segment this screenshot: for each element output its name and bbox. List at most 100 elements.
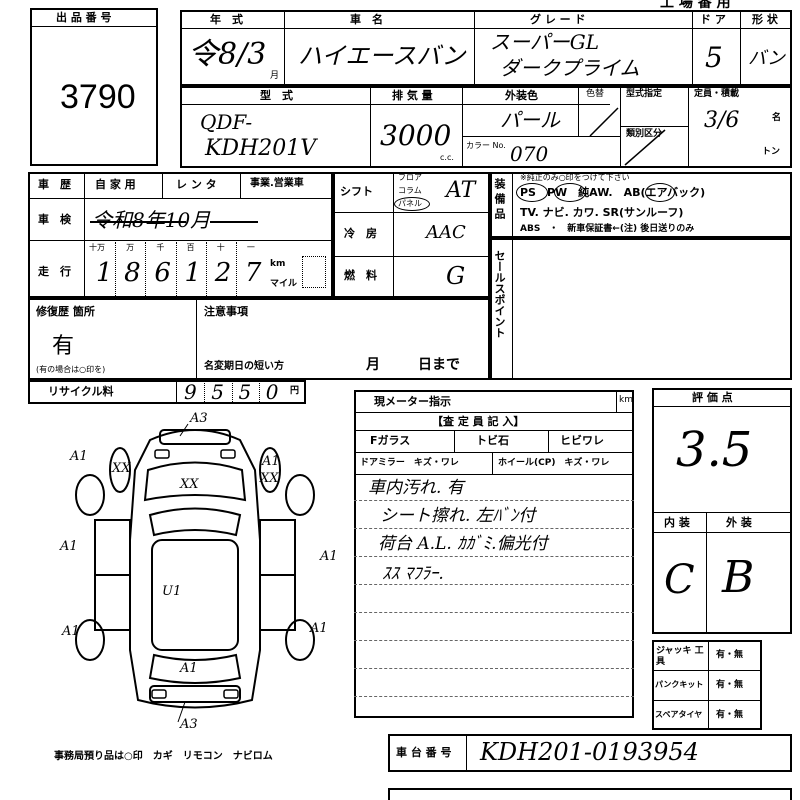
spec-row	[180, 86, 792, 168]
color-label: 外装色	[505, 89, 538, 102]
reg-month: 月	[366, 357, 380, 373]
grade-label: グ レ ー ド	[530, 13, 586, 26]
repair-note: (有の場合は○印を)	[36, 365, 106, 374]
spare-label: スペアタイヤ	[655, 710, 703, 719]
lot-label: 出 品 番 号	[56, 11, 112, 24]
chassis-block	[388, 734, 792, 772]
mark-front-bumper: A3	[189, 411, 208, 426]
caution-label: 注意事項	[204, 305, 248, 318]
year-month-unit: 月	[270, 71, 280, 81]
repair-block	[28, 298, 490, 380]
mark-left-mirror: XX	[111, 461, 131, 476]
exterior-value: B	[722, 552, 755, 603]
repair-label: 修復歴 箇所	[36, 305, 95, 318]
recycle-block	[28, 380, 306, 404]
inspection-value: 令和8年10月	[92, 208, 211, 232]
car-diagram: A3 A1 XX XX A1 XX A1 A1 A1 U1 A1 A1 A3	[59, 411, 338, 732]
mark-right-side: A1	[319, 549, 338, 564]
history-rental: レ ン タ	[176, 178, 217, 191]
mark-rear-window: A1	[179, 661, 198, 676]
chassis-label: 車 台 番 号	[396, 746, 452, 759]
equipment-block	[490, 172, 792, 238]
equipment-label: 装 備 品	[493, 178, 506, 219]
spare-yes-no[interactable]: 有・無	[716, 710, 744, 720]
disp-value: 3000	[380, 119, 452, 152]
history-business: 事業.営業車	[250, 178, 304, 189]
diagram-footer: 事務局預り品は○印 カギ リモコン ナビロム	[54, 751, 273, 762]
body-label: 形 状	[752, 13, 778, 26]
mile-unit: マイル	[270, 279, 298, 289]
color-code-value: 070	[510, 142, 549, 166]
equipment-row2: TV. ナビ. カワ. SR(サンルーフ)	[520, 206, 684, 219]
repair-value: 有	[52, 334, 75, 359]
grade-line1: スーパーGL	[490, 30, 600, 54]
grade-label: 評 価 点	[692, 391, 733, 404]
history-private: 自 家 用	[95, 178, 136, 191]
mileage-digit: 1	[184, 258, 202, 288]
ac-value: AAC	[426, 222, 466, 243]
doors-label: ド ア	[700, 13, 726, 26]
recycle-label: リサイクル料	[48, 385, 114, 398]
shift-block	[333, 172, 490, 298]
wheel-label: ホイール(CP) キズ・ワレ	[498, 458, 610, 468]
exterior-label: 外 装	[726, 516, 752, 529]
grade-block	[652, 388, 792, 634]
meter-block	[354, 390, 634, 718]
shift-column: コラム	[398, 186, 422, 195]
jack-label: ジャッキ 工 具	[656, 646, 704, 667]
capacity-label: 定員・積載	[694, 89, 740, 99]
equipment-note: ※純正のみ○印をつけて下さい	[520, 173, 630, 182]
type-line2: KDH201V	[205, 136, 317, 161]
ps-circle	[516, 183, 548, 202]
chip-label: トビ石	[476, 434, 509, 447]
grade-line2: ダークプライム	[500, 56, 640, 80]
grade-score: 3.5	[676, 422, 753, 478]
ac-label: 冷 房	[344, 227, 377, 240]
mileage-digit: 1	[96, 258, 113, 288]
capacity-value: 3/6	[704, 108, 740, 133]
history-label: 車 歴	[38, 178, 71, 191]
inspector-label: 【査 定 員 記 入】	[432, 415, 525, 428]
lot-box	[30, 8, 158, 166]
meter-label: 現メーター指示	[374, 395, 451, 408]
inspector-note: ｽｽ ﾏﾌﾗｰ.	[382, 564, 444, 584]
puncture-yes-no[interactable]: 有・無	[716, 680, 744, 690]
interior-value: C	[664, 557, 695, 603]
type-line1: QDF-	[200, 110, 253, 134]
mileage-digit: 8	[124, 258, 141, 288]
equipment-row3: ABS ・ 新車保証書←(注) 後日送りのみ	[520, 224, 695, 234]
body-value: バン	[748, 48, 785, 69]
reg-label: 名変期日の短い方	[204, 361, 284, 372]
shift-value: AT	[446, 178, 476, 203]
mile-checkbox[interactable]	[302, 256, 326, 288]
mark-left-side: A1	[59, 539, 78, 554]
inspector-note: 荷台 A.L. ｶｶﾞﾐ.偏光付	[378, 534, 548, 554]
shift-panel-circle	[394, 197, 430, 211]
chassis-lower	[388, 788, 792, 800]
color-value: パール	[500, 108, 560, 132]
capacity-unit: 名	[772, 113, 782, 123]
colorno-label: 色替	[586, 89, 605, 99]
chassis-value: KDH201-0193954	[480, 738, 699, 766]
inspector-note: シート擦れ. 左ﾊﾞﾝ付	[380, 506, 536, 526]
disp-unit: c.c.	[440, 153, 454, 162]
mark-right-mirror: XX	[259, 471, 279, 486]
mark-left-front: A1	[69, 449, 88, 464]
glass-label: Fガラス	[370, 434, 411, 447]
weight-unit: トン	[762, 147, 781, 157]
history-block	[28, 172, 333, 298]
jack-yes-no[interactable]: 有・無	[716, 650, 744, 660]
meter-km: km	[619, 395, 633, 405]
recycle-digits: 9 5 5 0	[178, 380, 286, 404]
mileage-label: 走 行	[38, 265, 71, 278]
class-label: 類別区分	[626, 129, 663, 139]
model-label: 車 名	[350, 13, 383, 26]
mark-rear-bumper: A3	[179, 717, 198, 732]
crack-label: ヒビワレ	[560, 434, 604, 447]
pw-circle	[554, 183, 586, 202]
interior-label: 内 装	[664, 516, 690, 529]
